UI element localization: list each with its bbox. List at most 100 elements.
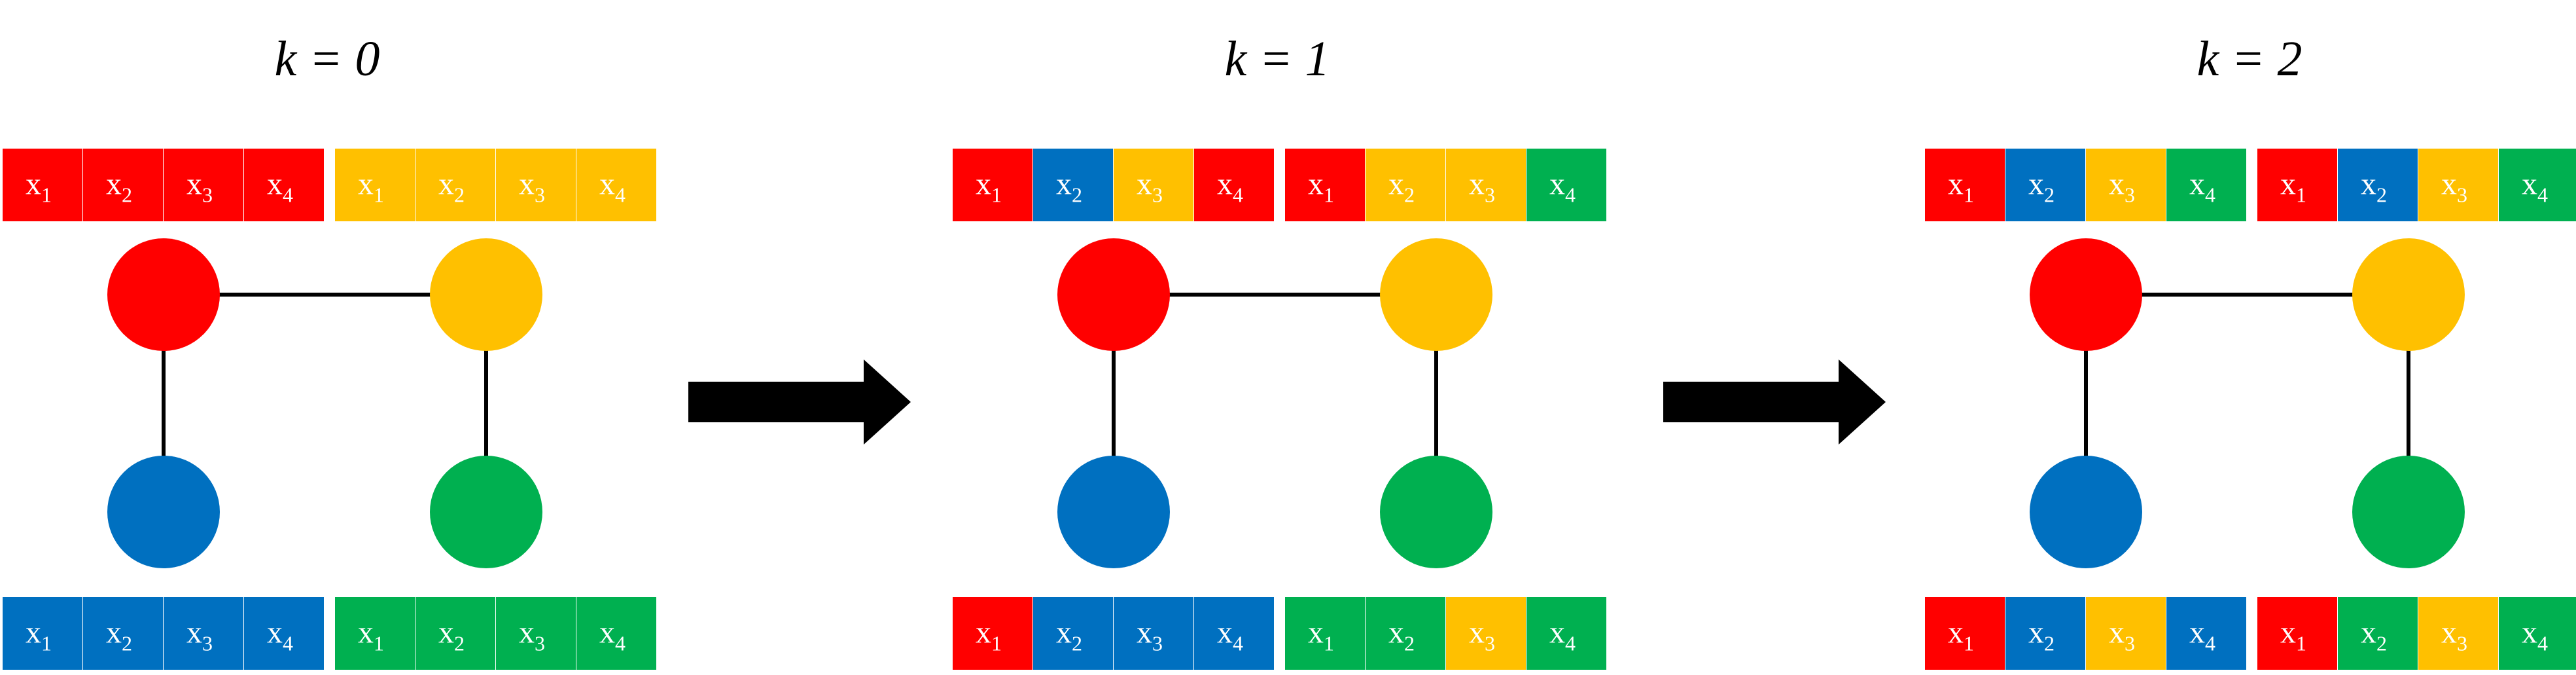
feature-label: x2	[2028, 615, 2055, 655]
node-blue	[2030, 456, 2142, 568]
feature-cell	[2257, 597, 2337, 670]
feature-cell	[496, 597, 576, 670]
node-yellow	[2352, 238, 2465, 351]
feature-label: x1	[976, 615, 1002, 655]
feature-label: x3	[1469, 167, 1495, 207]
panel-title: k = 0	[274, 31, 379, 86]
feature-label: x2	[106, 615, 132, 655]
feature-cell	[2005, 597, 2085, 670]
feature-cell	[244, 149, 324, 221]
feature-vector-green: x1 x2 x3 x4	[335, 597, 656, 670]
feature-label: x4	[2189, 615, 2215, 655]
feature-cell	[83, 597, 163, 670]
panel-title: k = 1	[1224, 31, 1330, 86]
feature-cell	[1366, 149, 1445, 221]
feature-cell	[576, 149, 656, 221]
feature-label: x1	[976, 167, 1002, 207]
feature-cell	[2418, 597, 2498, 670]
feature-cell	[415, 149, 495, 221]
feature-label: x1	[26, 167, 52, 207]
feature-label: x2	[2361, 615, 2387, 655]
feature-cell	[1285, 597, 1365, 670]
feature-cell	[2005, 149, 2085, 221]
feature-cell	[164, 149, 243, 221]
feature-label: x3	[2109, 167, 2135, 207]
feature-cell	[1446, 149, 1526, 221]
feature-label: x3	[519, 167, 545, 207]
feature-cell	[1366, 597, 1445, 670]
feature-cell	[3, 149, 82, 221]
feature-label: x3	[519, 615, 545, 655]
feature-cell	[415, 597, 495, 670]
feature-label: x1	[2280, 615, 2306, 655]
node-green	[430, 456, 542, 568]
feature-label: x3	[2441, 167, 2467, 207]
feature-label: x3	[186, 167, 213, 207]
feature-cell	[953, 597, 1032, 670]
feature-label: x4	[599, 615, 626, 655]
panel-title: k = 2	[2197, 31, 2302, 86]
feature-label: x2	[438, 615, 465, 655]
feature-cell	[2499, 149, 2576, 221]
feature-label: x2	[1388, 615, 1415, 655]
feature-cell	[1114, 149, 1193, 221]
node-yellow	[430, 238, 542, 351]
feature-cell	[2086, 597, 2166, 670]
feature-cell	[1033, 149, 1113, 221]
feature-label: x1	[26, 615, 52, 655]
feature-cell	[2499, 597, 2576, 670]
feature-cell	[2166, 149, 2246, 221]
feature-label: x1	[2280, 167, 2306, 207]
feature-label: x2	[1388, 167, 1415, 207]
feature-cell	[2166, 597, 2246, 670]
feature-label: x2	[1056, 167, 1082, 207]
feature-label: x1	[358, 167, 384, 207]
feature-label: x1	[1948, 615, 1974, 655]
feature-cell	[164, 597, 243, 670]
arrow-k1-to-k2	[1663, 359, 1886, 445]
node-green	[2352, 456, 2465, 568]
node-blue	[107, 456, 220, 568]
node-red	[107, 238, 220, 351]
feature-label: x2	[106, 167, 132, 207]
feature-label: x3	[2441, 615, 2467, 655]
feature-cell	[1925, 597, 2005, 670]
feature-label: x1	[1308, 167, 1334, 207]
feature-cell	[1194, 597, 1274, 670]
arrow-k0-to-k1	[688, 359, 911, 445]
feature-cell	[1194, 149, 1274, 221]
feature-label: x4	[267, 167, 293, 207]
feature-cell	[1925, 149, 2005, 221]
feature-label: x2	[2361, 167, 2387, 207]
feature-cell	[1285, 149, 1365, 221]
feature-label: x2	[1056, 615, 1082, 655]
feature-cell	[2338, 597, 2418, 670]
feature-cell	[576, 597, 656, 670]
node-red	[2030, 238, 2142, 351]
feature-cell	[83, 149, 163, 221]
feature-label: x2	[438, 167, 465, 207]
feature-cell	[3, 597, 82, 670]
feature-cell	[1033, 597, 1113, 670]
feature-cell	[2086, 149, 2166, 221]
node-blue	[1057, 456, 1170, 568]
feature-label: x4	[267, 615, 293, 655]
feature-label: x4	[1217, 615, 1243, 655]
feature-label: x2	[2028, 167, 2055, 207]
feature-label: x3	[1469, 615, 1495, 655]
feature-cell	[2257, 149, 2337, 221]
feature-label: x3	[1137, 167, 1163, 207]
feature-label: x1	[358, 615, 384, 655]
feature-cell	[496, 149, 576, 221]
